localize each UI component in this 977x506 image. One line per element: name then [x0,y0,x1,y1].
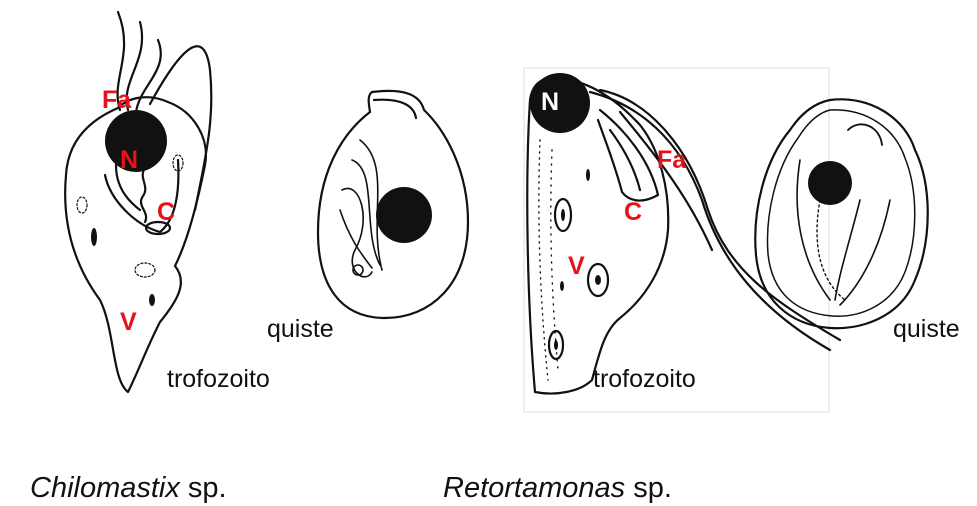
label-fa: Fa [657,148,686,173]
label-n: N [541,90,559,115]
retortamonas-nucleus [530,73,590,133]
label-n: N [120,148,138,173]
trophozoite-label: trofozoito [167,367,270,392]
label-v: V [120,310,137,335]
species-suffix: sp. [625,472,672,504]
genus-name: Retortamonas [443,472,625,504]
chilomastix-cyst-nucleus [376,187,432,243]
genus-name: Chilomastix [30,472,180,504]
species-suffix: sp. [180,472,227,504]
trophozoite-label: trofozoito [593,367,696,392]
retortamonas-cyst-nucleus [808,161,852,205]
retortamonas-cytostome [598,110,658,201]
species-caption-retortamonas: Retortamonas sp. [443,474,672,503]
chilomastix-trophozoite-drawing [65,12,211,392]
retortamonas-cyst-drawing [755,99,927,328]
species-caption-chilomastix: Chilomastix sp. [30,474,227,503]
retortamonas-trophozoite-drawing [527,73,840,394]
cyst-label: quiste [267,317,334,342]
label-fa: Fa [102,88,131,113]
cyst-label: quiste [893,317,960,342]
label-c: C [157,200,175,225]
label-c: C [624,200,642,225]
label-v: V [568,254,585,279]
retortamonas-cyst-wall [755,99,927,328]
chilomastix-cyst-drawing [318,91,468,318]
